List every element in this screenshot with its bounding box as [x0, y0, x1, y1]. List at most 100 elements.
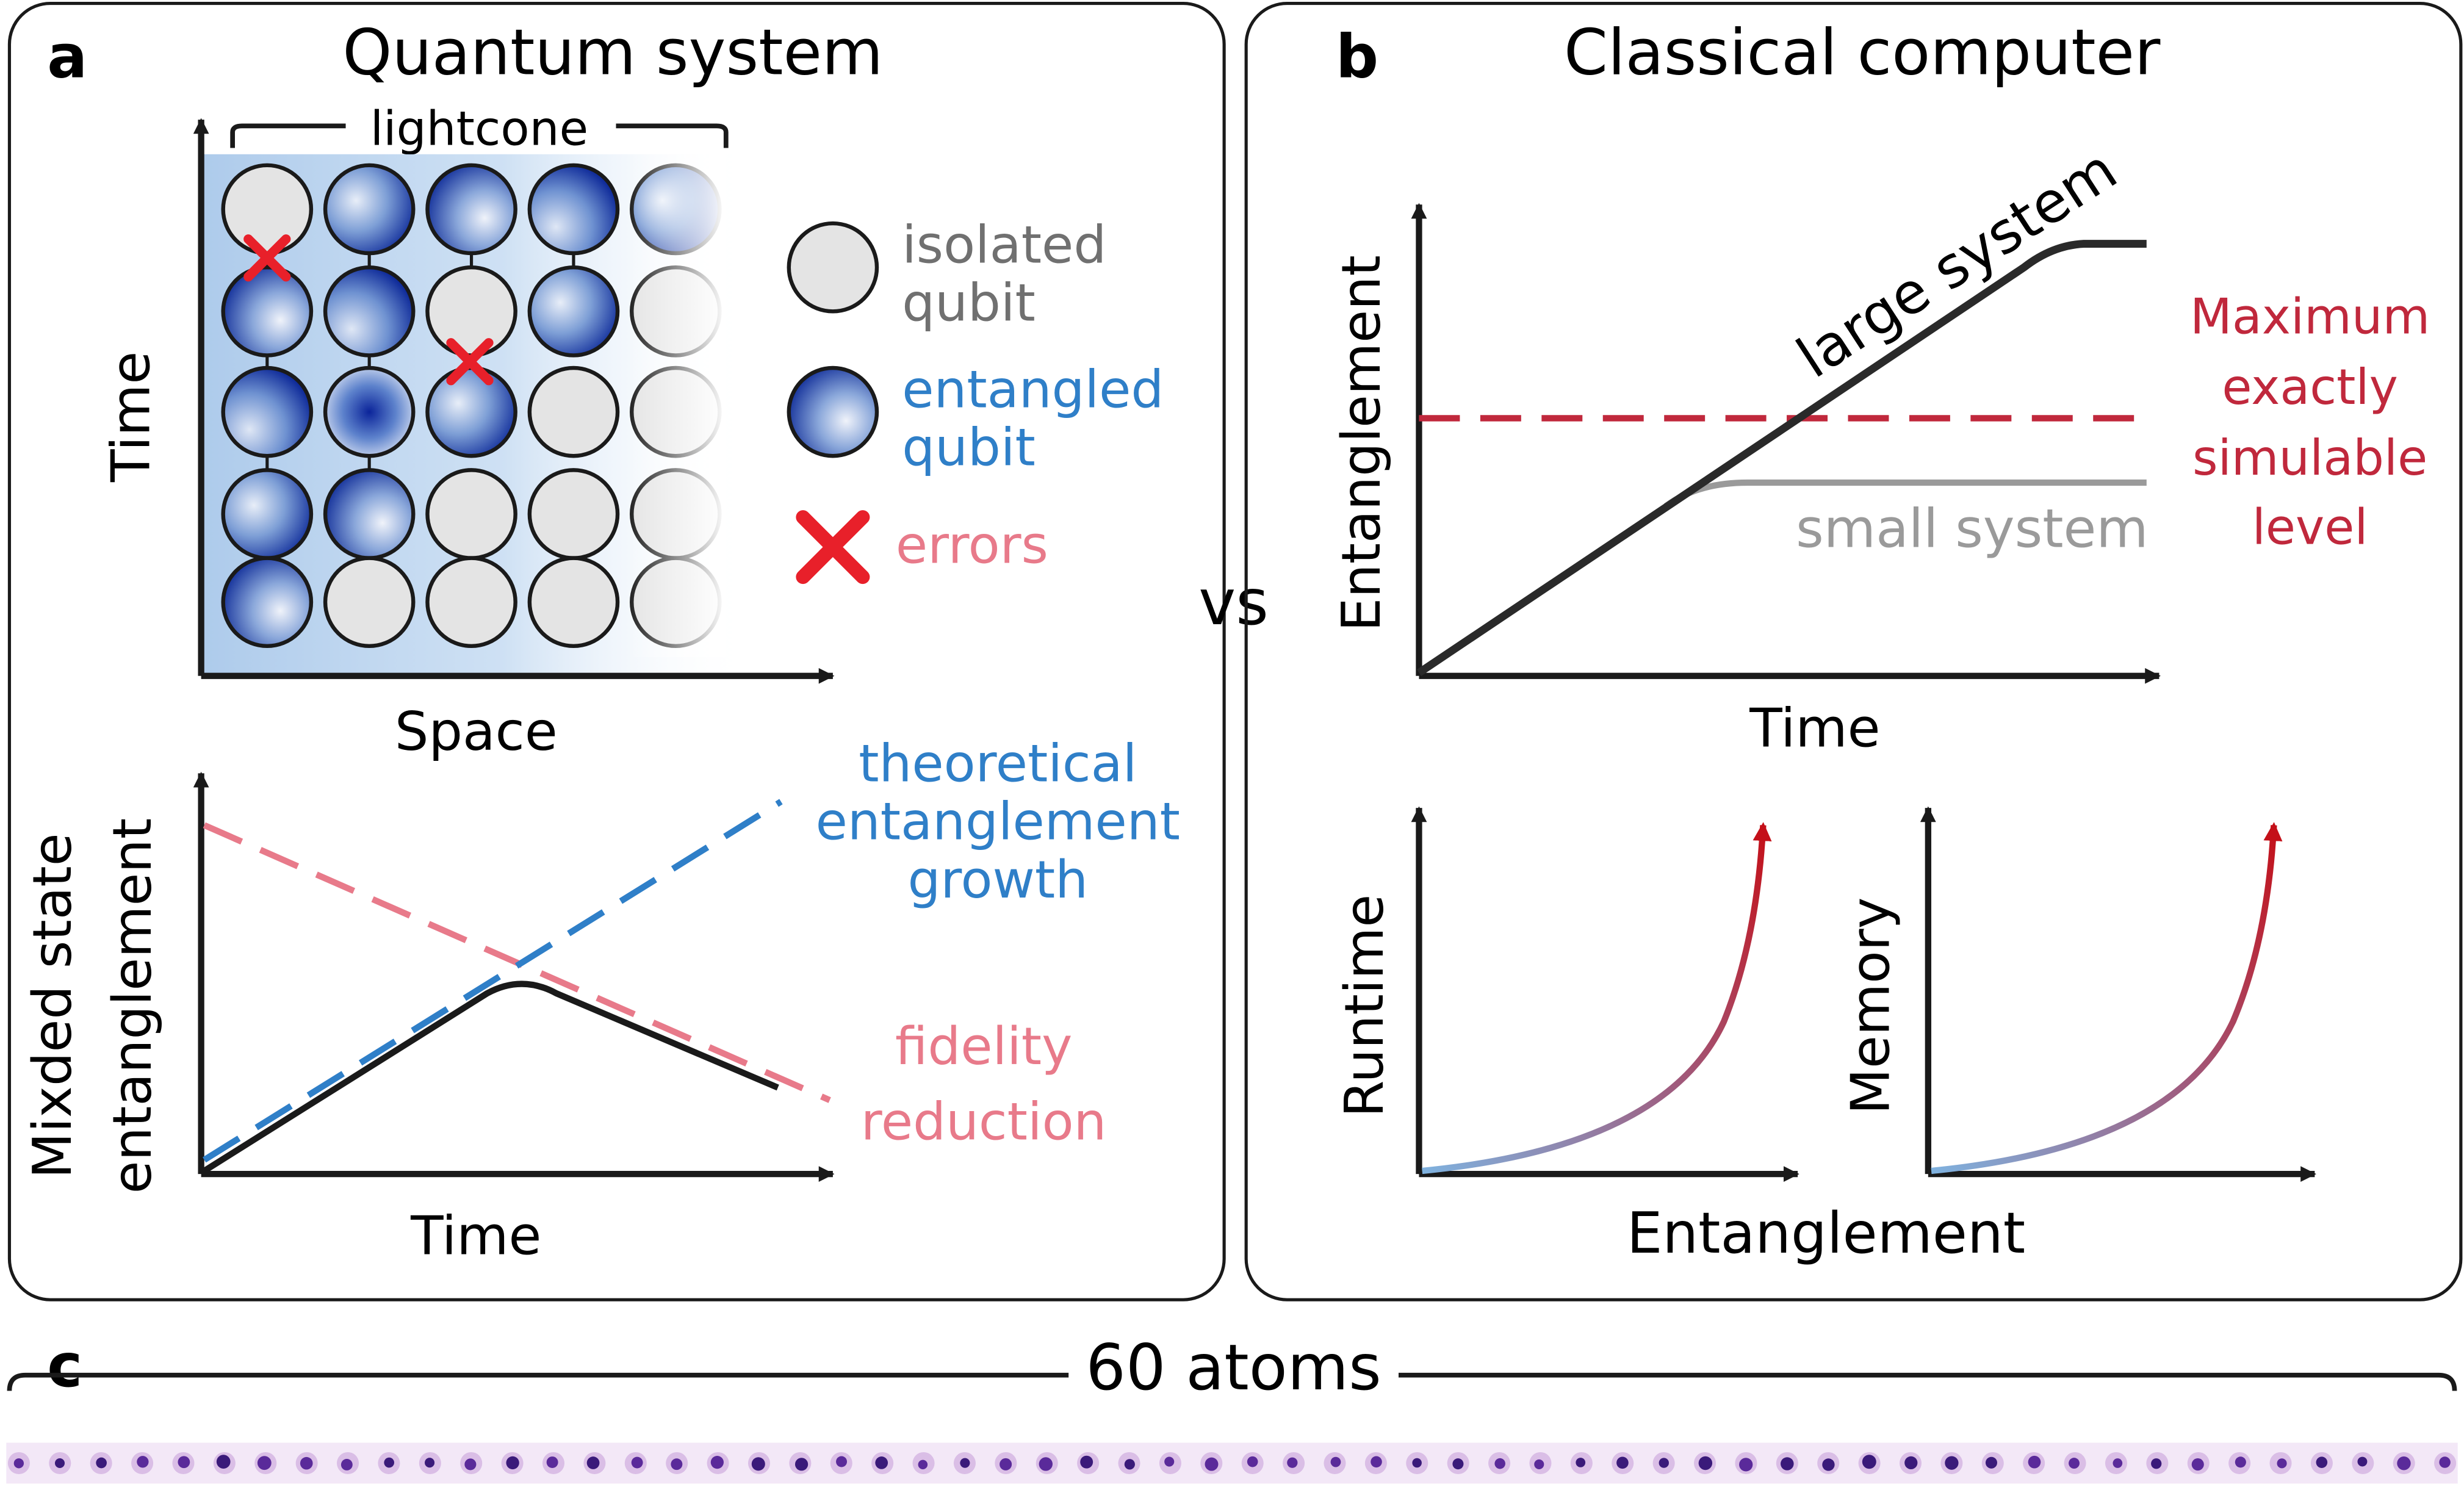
atom — [1781, 1457, 1794, 1470]
legend-isolated-icon — [787, 221, 879, 314]
memory-curve — [1931, 822, 2283, 1175]
error-cross-icon — [243, 234, 291, 282]
qubit-entangled — [425, 163, 517, 256]
atom — [1164, 1456, 1175, 1467]
atom — [836, 1456, 848, 1467]
atom — [216, 1455, 231, 1469]
panel-b-letter: b — [1336, 23, 1378, 92]
panel-a-title: Quantum system — [342, 16, 883, 89]
atom — [671, 1458, 683, 1470]
plot-a-y-label-2: entanglement — [101, 818, 164, 1194]
fidelity-label-2: reduction — [861, 1092, 1107, 1152]
qubit-entangled — [323, 365, 416, 458]
atom — [1287, 1457, 1298, 1468]
atom — [1904, 1456, 1918, 1470]
qubit-isolated — [221, 163, 314, 256]
legend-isolated-label-2: qubit — [902, 273, 1036, 334]
theoretical-label-2: entanglement — [816, 792, 1180, 852]
atom — [1576, 1458, 1586, 1467]
max-label-1: Maximum — [2190, 288, 2430, 345]
qubit-entangled — [221, 468, 314, 560]
qubit-isolated — [425, 556, 517, 649]
atom — [464, 1458, 477, 1470]
grid-y-label: Time — [100, 351, 162, 483]
fidelity-label-1: fidelity — [895, 1017, 1073, 1077]
qubit-entangled — [425, 365, 517, 458]
runtime-label: Runtime — [1333, 894, 1396, 1118]
grid-fade — [625, 154, 726, 657]
atom — [1534, 1459, 1544, 1469]
atom — [2357, 1456, 2368, 1467]
runtime-curve — [1422, 822, 1772, 1175]
atom — [1080, 1455, 1093, 1469]
legend-errors-label: errors — [896, 515, 1048, 575]
qubit-entangled — [527, 163, 620, 256]
lightcone-brace — [230, 123, 729, 148]
lightcone-label: lightcone — [370, 101, 588, 156]
qubit-entangled — [527, 265, 620, 358]
atom — [1124, 1459, 1135, 1470]
atom — [710, 1456, 724, 1469]
panel-c-letter: c — [47, 1331, 82, 1401]
atom — [1000, 1458, 1012, 1470]
qubit-isolated — [527, 556, 620, 649]
atom — [546, 1456, 558, 1469]
atom — [1371, 1456, 1382, 1468]
max-label-2: exactly — [2222, 359, 2397, 416]
qubit-isolated — [527, 468, 620, 560]
atom — [506, 1456, 519, 1470]
atoms-label: 60 atoms — [1086, 1331, 1381, 1405]
atom — [2151, 1458, 2162, 1469]
atom — [1739, 1458, 1753, 1472]
atom — [1822, 1458, 1835, 1471]
panel-b-frame — [1244, 1, 2463, 1301]
atom — [2028, 1455, 2041, 1469]
atom — [425, 1458, 435, 1468]
large-system-label: large system — [1785, 136, 2128, 390]
atom — [1205, 1457, 1219, 1471]
qubit-entangled — [221, 265, 314, 358]
atom — [1659, 1458, 1669, 1468]
panel-b-title: Classical computer — [1564, 16, 2161, 89]
theoretical-growth-line — [203, 799, 783, 1163]
plot-a-y-label-1: Mixded state — [21, 833, 84, 1178]
shared-x-label: Entanglement — [1627, 1200, 2025, 1266]
plot-a-x-label: Time — [410, 1204, 541, 1267]
atom — [2069, 1458, 2080, 1469]
atom-array — [6, 1442, 2458, 1484]
max-label-3: simulable — [2192, 430, 2427, 486]
atom — [137, 1456, 149, 1468]
memory-label: Memory — [1839, 898, 1901, 1115]
legend-isolated-label-1: isolated — [902, 215, 1106, 275]
atom — [2277, 1458, 2287, 1469]
atom — [1452, 1458, 1464, 1470]
legend-entangled-label-1: entangled — [902, 359, 1164, 420]
atom — [960, 1458, 970, 1468]
atom — [1698, 1456, 1713, 1470]
qubit-isolated — [323, 556, 416, 649]
atom — [54, 1458, 65, 1469]
legend-entangled-icon — [787, 365, 879, 458]
panel-a-letter: a — [47, 23, 87, 92]
atom — [1494, 1458, 1505, 1469]
legend-entangled-label-2: qubit — [902, 418, 1036, 478]
atom — [586, 1456, 600, 1469]
panel-a-frame — [7, 1, 1226, 1301]
atom — [2235, 1456, 2246, 1468]
atom — [2439, 1456, 2451, 1468]
plot-b-y-label: Entanglement — [1330, 255, 1392, 632]
atom — [1985, 1456, 1997, 1469]
theoretical-label-3: growth — [907, 850, 1088, 910]
qubit-isolated — [527, 365, 620, 458]
atom — [13, 1458, 24, 1469]
mixed-state-curve — [203, 981, 779, 1174]
qubit-entangled — [323, 163, 416, 256]
atoms-brace — [7, 1372, 2457, 1391]
atom — [631, 1456, 643, 1469]
qubit-isolated — [425, 265, 517, 358]
max-label-4: level — [2252, 498, 2368, 555]
atom — [1412, 1458, 1422, 1468]
atom — [300, 1456, 313, 1470]
qubit-entangled — [323, 265, 416, 358]
